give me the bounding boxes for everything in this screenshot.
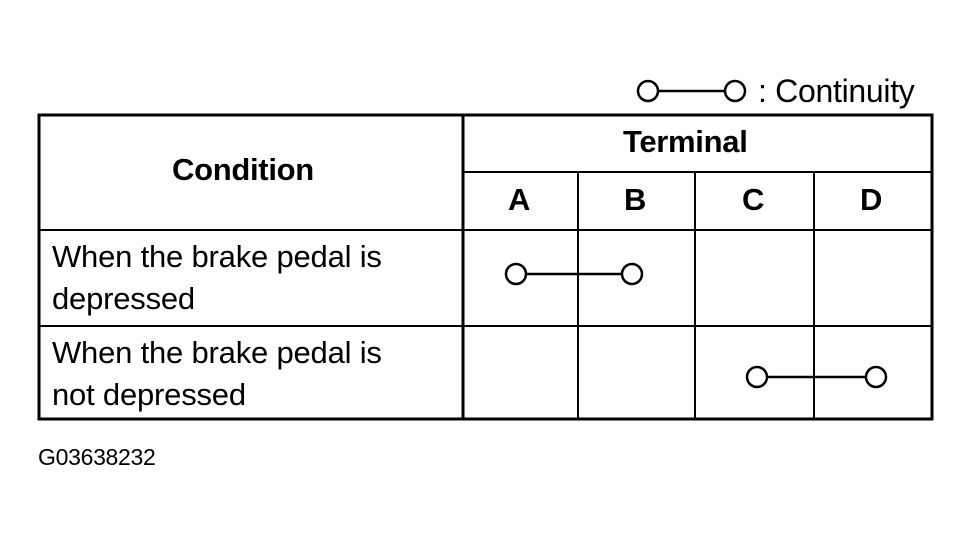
row-1-condition-line-1: When the brake pedal is (52, 239, 382, 274)
continuity-legend: : Continuity (628, 72, 938, 110)
row-2-condition-line-1: When the brake pedal is (52, 335, 382, 370)
table-outer-border (37, 113, 934, 421)
figure-id-caption: G03638232 (38, 444, 156, 470)
continuity-c-d-icon (745, 365, 888, 389)
terminal-header: Terminal (623, 124, 748, 159)
continuity-symbol-icon (636, 79, 747, 103)
terminal-a-label: A (508, 182, 531, 217)
continuity-a-b-icon (504, 262, 644, 286)
row-2-condition-line-2: not depressed (52, 377, 246, 412)
terminal-d-label: D (860, 182, 883, 217)
row-1-condition-line-2: depressed (52, 281, 195, 316)
row-1-condition: When the brake pedal is depressed (52, 236, 382, 320)
condition-header: Condition (172, 152, 314, 187)
row-2-condition: When the brake pedal is not depressed (52, 332, 382, 416)
terminal-b-label: B (624, 182, 647, 217)
legend-label: : Continuity (758, 73, 915, 109)
terminal-c-label: C (742, 182, 765, 217)
